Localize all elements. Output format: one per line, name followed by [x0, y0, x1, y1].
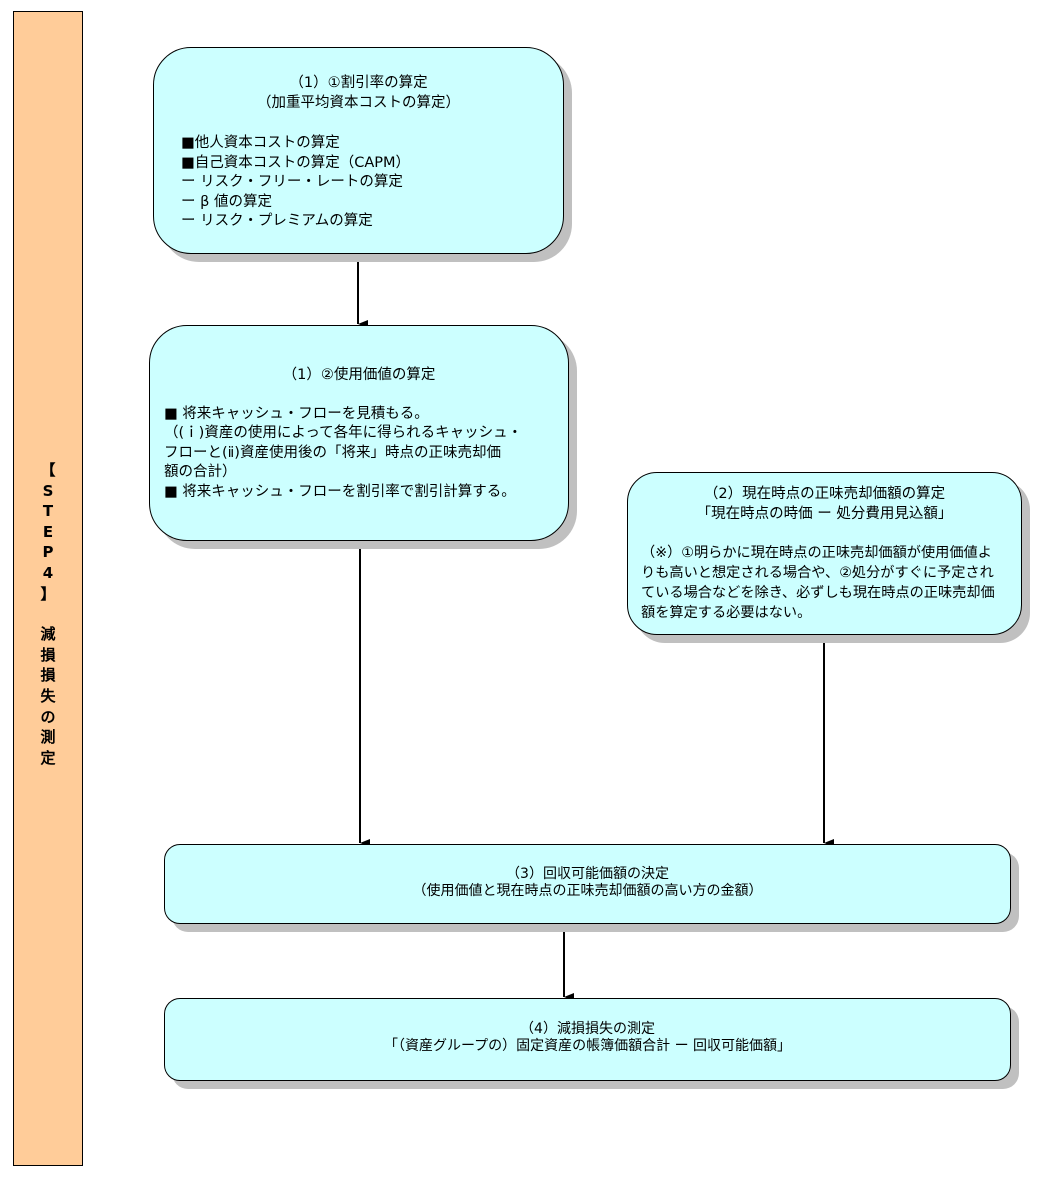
box-title: （1）②使用価値の算定	[150, 366, 568, 386]
list-item: ■自己資本コストの算定（CAPM）	[181, 154, 410, 171]
list-item: ー リスク・プレミアムの算定	[181, 213, 373, 229]
note-line: ている場合などを除き、必ずしも現在時点の正味売却価	[641, 585, 995, 601]
sidebar-char: 減	[40, 625, 56, 644]
sidebar-char: 】	[40, 584, 56, 603]
box-title: （4）減損損失の測定 「（資産グループの）固定資産の帳簿価額合計 ー 回収可能価…	[165, 1021, 1010, 1055]
list-item: ー β 値の算定	[181, 193, 272, 210]
list-item: ー リスク・フリー・レートの算定	[181, 174, 403, 190]
sidebar-label: 【 S T E P 4 】 減 損 損 失 の 測 定	[14, 460, 82, 768]
box-body: ■ 将来キャッシュ・フローを見積もる。 （(ｉ)資産の使用によって各年に得られる…	[164, 405, 568, 503]
sidebar-char: 失	[40, 686, 56, 705]
title-line: （加重平均資本コストの算定）	[257, 94, 460, 111]
sidebar-char: 測	[40, 728, 56, 747]
list-item: フローと(ⅱ)資産使用後の「将来」時点の正味売却価	[164, 444, 501, 461]
box-title: （1）①割引率の算定 （加重平均資本コストの算定）	[154, 74, 563, 113]
title-line: （4）減損損失の測定	[520, 1021, 655, 1037]
note-line: 額を算定する必要はない。	[641, 605, 812, 621]
box-title: （3）回収可能価額の決定 （使用価値と現在時点の正味売却価額の高い方の金額）	[165, 866, 1010, 900]
list-item: 額の合計）	[164, 464, 237, 480]
sidebar-char: 定	[40, 748, 56, 767]
title-line: （2）現在時点の正味売却価額の算定	[703, 486, 946, 502]
note-line: りも高いと想定される場合や、②処分がすぐに予定され	[641, 565, 994, 581]
title-line: 「現在時点の時価 ー 処分費用見込額」	[696, 505, 953, 522]
title-line: 「（資産グループの）固定資産の帳簿価額合計 ー 回収可能価額」	[383, 1038, 792, 1054]
sidebar-gap	[14, 604, 82, 624]
sidebar-char: T	[42, 502, 54, 521]
sidebar-char: 4	[42, 563, 54, 582]
list-item: ■ 将来キャッシュ・フローを割引率で割引計算する。	[164, 483, 516, 500]
sidebar-char: 損	[40, 645, 56, 664]
list-item: （(ｉ)資産の使用によって各年に得られるキャッシュ・	[164, 425, 523, 441]
title-line: （1）①割引率の算定	[289, 75, 428, 91]
title-line: （1）②使用価値の算定	[282, 367, 436, 383]
impairment-loss-box: （4）減損損失の測定 「（資産グループの）固定資産の帳簿価額合計 ー 回収可能価…	[164, 998, 1011, 1081]
title-line: （3）回収可能価額の決定	[506, 866, 669, 882]
sidebar-char: P	[42, 543, 54, 562]
discount-rate-box: （1）①割引率の算定 （加重平均資本コストの算定） ■他人資本コストの算定 ■自…	[153, 47, 564, 254]
value-in-use-box: （1）②使用価値の算定 ■ 将来キャッシュ・フローを見積もる。 （(ｉ)資産の使…	[149, 325, 569, 541]
box-body: ■他人資本コストの算定 ■自己資本コストの算定（CAPM） ー リスク・フリー・…	[181, 134, 563, 232]
title-line: （使用価値と現在時点の正味売却価額の高い方の金額）	[412, 883, 763, 899]
sidebar-char: 損	[40, 666, 56, 685]
net-selling-price-box: （2）現在時点の正味売却価額の算定 「現在時点の時価 ー 処分費用見込額」 （※…	[627, 472, 1022, 635]
box-title: （2）現在時点の正味売却価額の算定 「現在時点の時価 ー 処分費用見込額」	[628, 485, 1021, 524]
step4-sidebar: 【 S T E P 4 】 減 損 損 失 の 測 定	[13, 11, 83, 1166]
sidebar-char: E	[42, 522, 54, 541]
recoverable-amount-box: （3）回収可能価額の決定 （使用価値と現在時点の正味売却価額の高い方の金額）	[164, 844, 1011, 924]
list-item: ■ 将来キャッシュ・フローを見積もる。	[164, 405, 429, 422]
list-item: ■他人資本コストの算定	[181, 135, 340, 151]
sidebar-char: の	[40, 707, 56, 726]
box-body: （※）①明らかに現在時点の正味売却価額が使用価値よ りも高いと想定される場合や、…	[641, 543, 1021, 623]
sidebar-char: 【	[40, 461, 56, 479]
sidebar-char: S	[42, 481, 54, 500]
note-line: （※）①明らかに現在時点の正味売却価額が使用価値よ	[641, 545, 992, 561]
